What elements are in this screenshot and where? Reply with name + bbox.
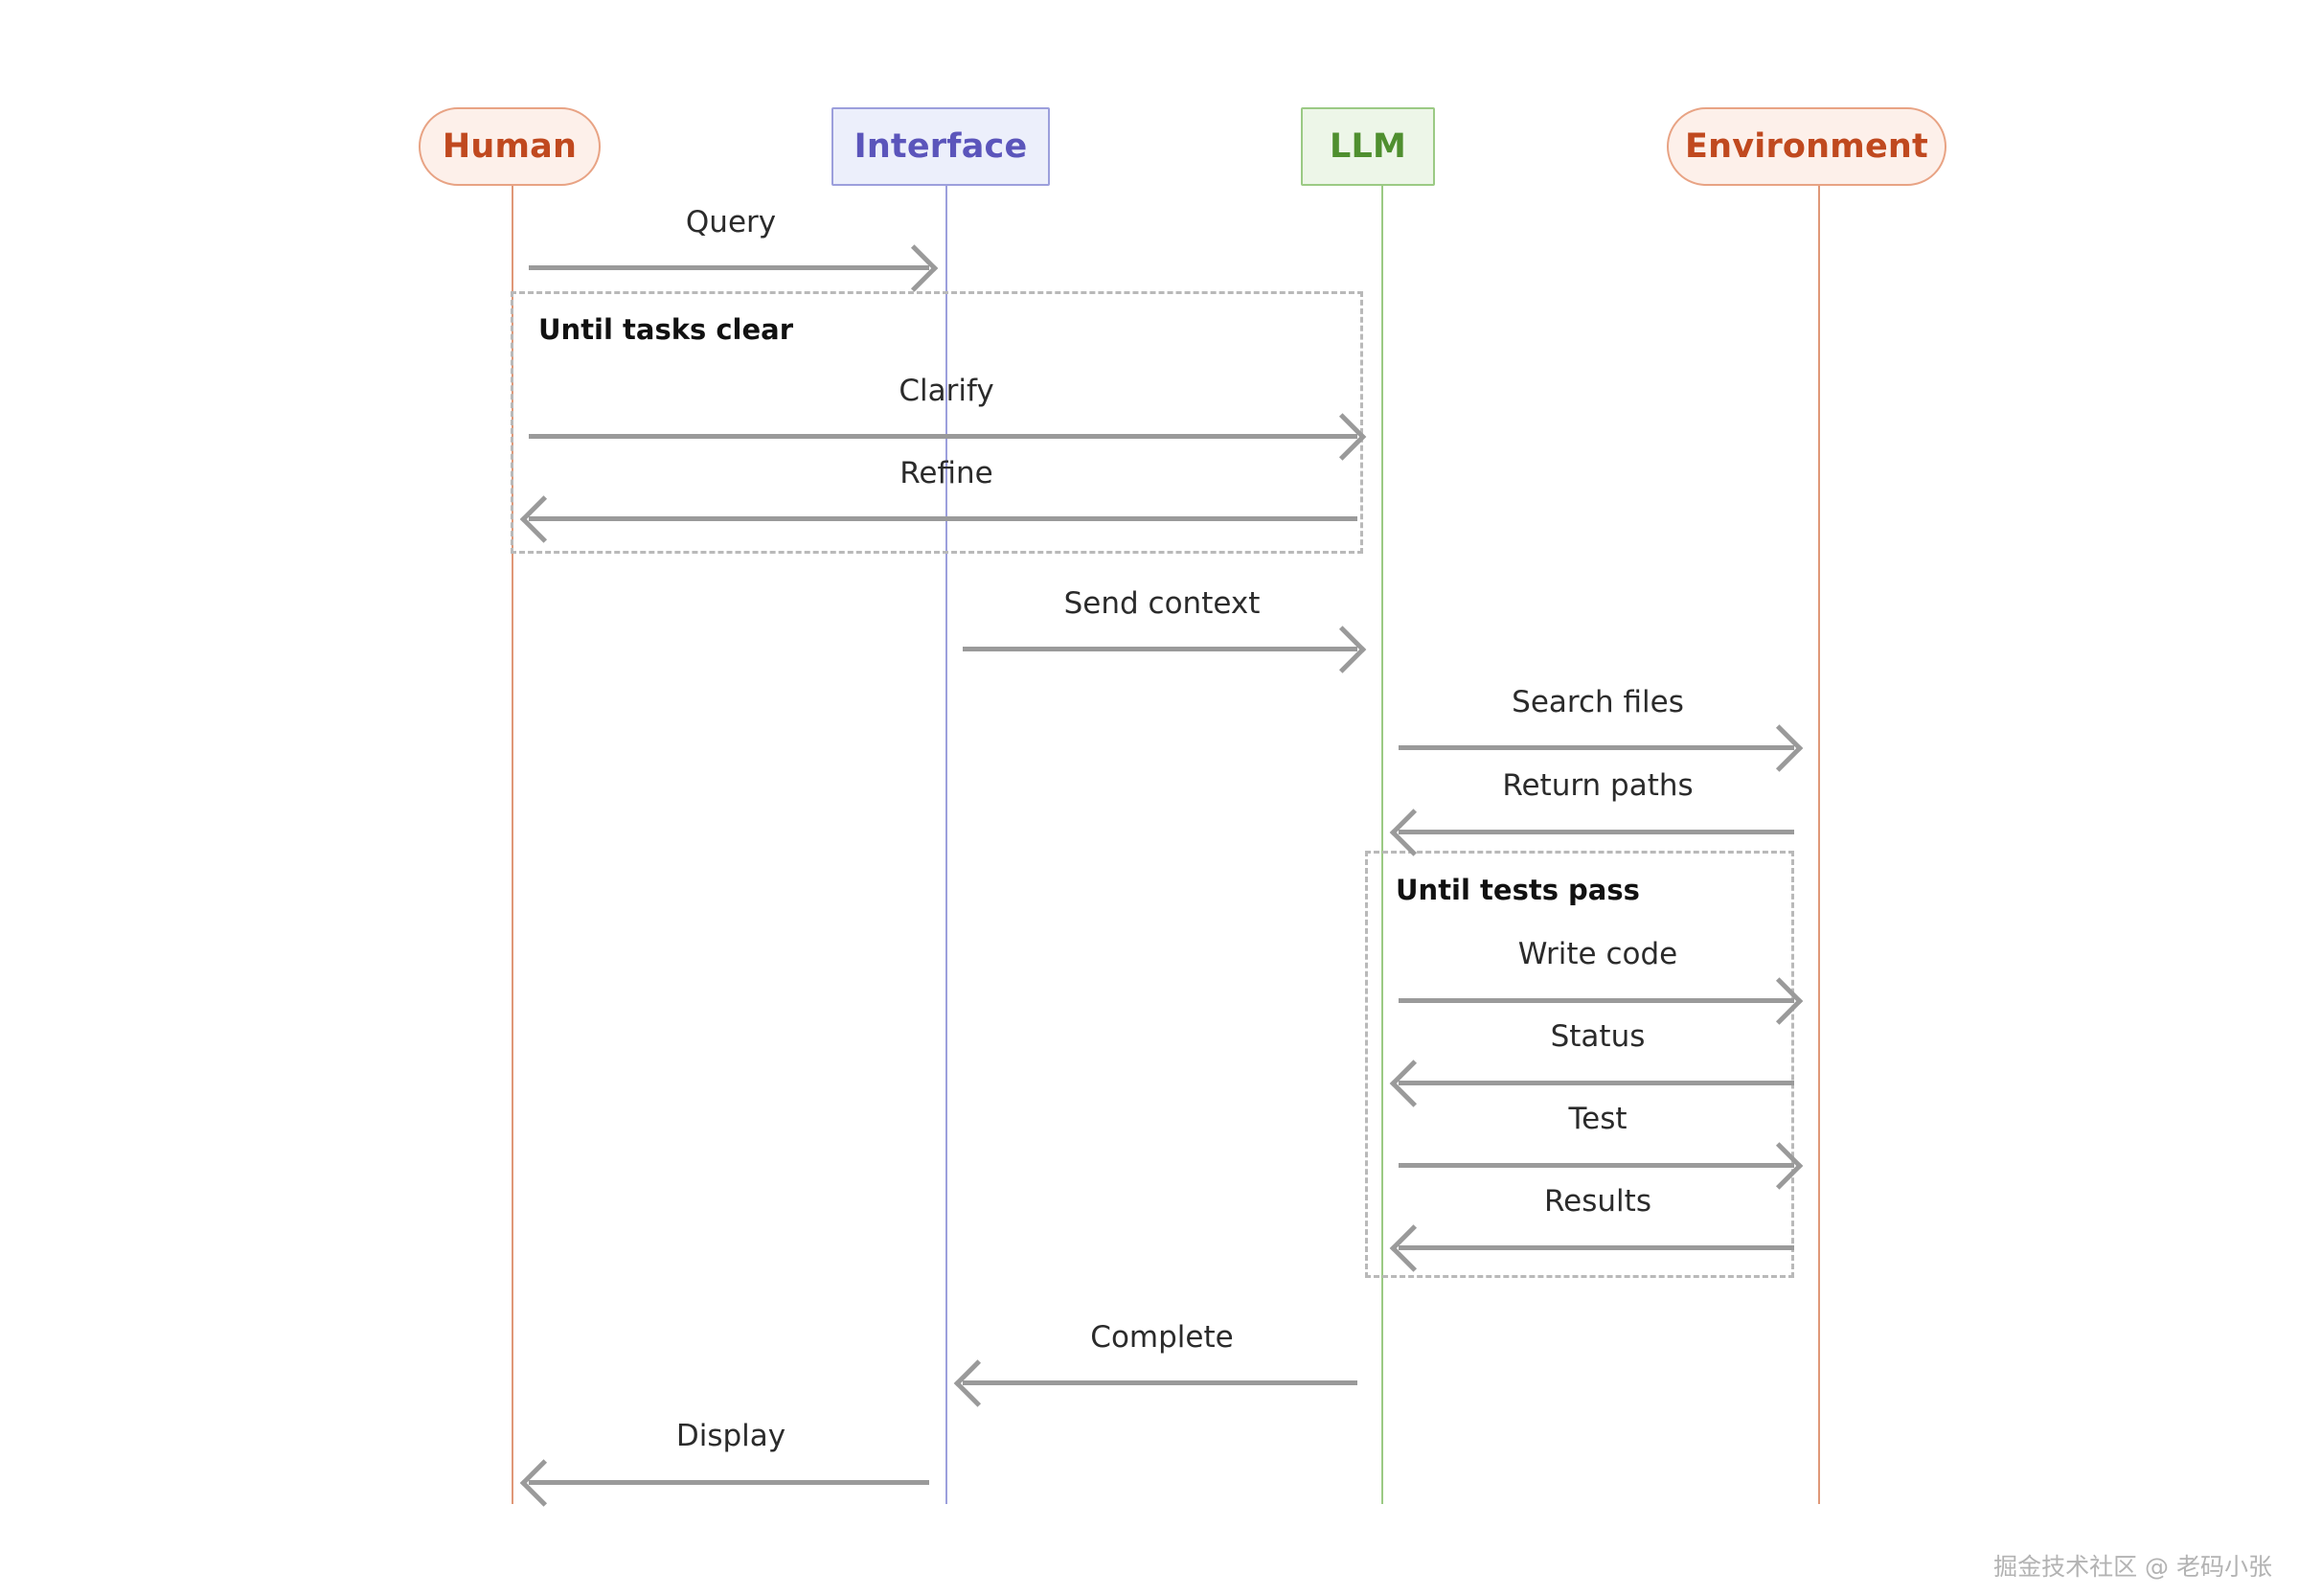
- arrowhead-right-icon: [1755, 723, 1804, 772]
- arrowhead-right-icon: [1318, 625, 1367, 673]
- message-label-complete: Complete: [1090, 1320, 1234, 1355]
- arrow-shaft: [1399, 1163, 1794, 1168]
- lifeline-environment: [1818, 186, 1820, 1504]
- arrow-shaft: [529, 265, 929, 270]
- participant-llm-label: LLM: [1329, 127, 1407, 166]
- participant-interface-label: Interface: [854, 127, 1028, 166]
- arrowhead-left-icon: [953, 1358, 1002, 1407]
- fragment-until-tests-pass-label: Until tests pass: [1396, 874, 1640, 906]
- arrow-shaft: [963, 647, 1357, 651]
- fragment-until-tasks-clear-label: Until tasks clear: [538, 313, 794, 346]
- arrowhead-left-icon: [1389, 808, 1438, 856]
- message-label-display: Display: [675, 1419, 786, 1453]
- arrow-shaft: [1399, 745, 1794, 750]
- message-label-send-context: Send context: [1063, 586, 1261, 621]
- fragment-until-tests-pass: [1365, 851, 1794, 1278]
- message-label-clarify: Clarify: [899, 374, 994, 408]
- arrow-shaft: [1399, 998, 1794, 1003]
- arrow-shaft: [1399, 1081, 1794, 1085]
- message-label-test: Test: [1568, 1102, 1628, 1136]
- arrowhead-left-icon: [519, 1458, 568, 1507]
- message-label-results: Results: [1544, 1184, 1651, 1219]
- participant-interface[interactable]: Interface: [831, 107, 1050, 186]
- lifeline-human: [512, 186, 513, 1504]
- message-label-search-files: Search files: [1512, 685, 1684, 719]
- message-label-refine: Refine: [899, 456, 993, 490]
- message-label-status: Status: [1550, 1019, 1646, 1054]
- fragment-until-tasks-clear: [511, 291, 1363, 554]
- lifeline-interface: [945, 186, 947, 1504]
- arrow-shaft: [529, 434, 1357, 439]
- arrow-shaft: [529, 1480, 929, 1485]
- watermark: 掘金技术社区 @ 老码小张: [1993, 1553, 2272, 1581]
- message-label-query: Query: [685, 205, 777, 239]
- arrow-shaft: [963, 1380, 1357, 1385]
- message-label-return-paths: Return paths: [1502, 768, 1694, 803]
- participant-human[interactable]: Human: [419, 107, 601, 186]
- participant-environment[interactable]: Environment: [1667, 107, 1946, 186]
- arrow-shaft: [1399, 1245, 1794, 1250]
- participant-environment-label: Environment: [1685, 127, 1928, 166]
- arrow-shaft: [529, 516, 1357, 521]
- participant-human-label: Human: [442, 127, 578, 166]
- arrowhead-right-icon: [890, 243, 939, 292]
- participant-llm[interactable]: LLM: [1301, 107, 1435, 186]
- lifeline-llm: [1381, 186, 1383, 1504]
- message-label-write-code: Write code: [1517, 937, 1678, 971]
- arrow-shaft: [1399, 830, 1794, 834]
